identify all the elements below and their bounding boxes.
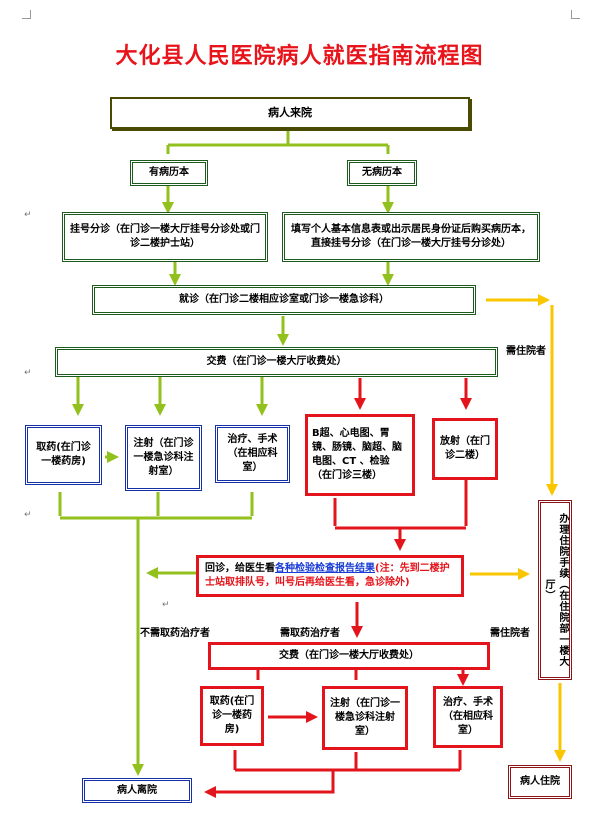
arrow-split-records — [166, 130, 390, 154]
arrow-collect-exams — [333, 480, 468, 545]
node-pay-2: 交费（在门诊一楼大厅收费处） — [208, 642, 490, 670]
node-register-b: 填写个人基本信息表或出示居民身份证后购买病历本，直接挂号分诊（在门诊一楼大厅挂号… — [282, 212, 540, 262]
node-register-a: 挂号分诊（在门诊一楼大厅挂号分诊处或门诊二楼护士站） — [62, 212, 268, 262]
page-title: 大化县人民医院病人就医指南流程图 — [115, 44, 484, 69]
corner-mark-tl — [22, 10, 31, 19]
node-pharmacy-1: 取药(在门诊一楼药房) — [25, 425, 102, 485]
node-exams: B超、心电图、胃镜、肠镜、脑超、脑电图、CT 、检验（在门诊三楼） — [305, 414, 415, 496]
node-pharmacy-2: 取药(在门诊一楼药房) — [200, 686, 264, 746]
revisit-reports-link[interactable]: 各种检验检查报告结果 — [275, 563, 375, 574]
revisit-note: (注：先到二楼护士站取排队号，叫号后再给医生看，急诊除外) — [205, 563, 450, 588]
paragraph-mark: ↵ — [162, 600, 170, 610]
node-pay-1: 交费（在门诊一楼大厅收费处） — [55, 347, 498, 377]
paragraph-mark: ↵ — [24, 368, 32, 378]
corner-mark-tr — [571, 10, 580, 19]
node-injection-1: 注射（在门诊一楼急诊科注射室） — [125, 425, 202, 491]
revisit-prefix: 回诊，给医生看 — [205, 563, 275, 574]
label-need-treatment: 需取药治疗者 — [280, 628, 340, 639]
node-inpatient: 病人住院 — [508, 765, 572, 799]
node-treatment-1: 治疗、手术（在相应科室） — [215, 425, 290, 483]
paragraph-mark: ↵ — [24, 210, 32, 220]
label-no-treatment: 不需取药治疗者 — [140, 628, 210, 639]
paragraph-mark: ↵ — [24, 510, 32, 520]
node-injection-2: 注射（在门诊一楼急诊科注射室） — [322, 686, 408, 750]
label-need-admission-1: 需住院者 — [506, 346, 546, 357]
label-need-admission-2: 需住院者 — [490, 628, 530, 639]
node-no-record: 无病历本 — [347, 160, 417, 186]
node-treatment-2: 治疗、手术（在相应科室） — [433, 686, 503, 748]
arrow-collect-green — [58, 492, 254, 520]
node-arrive: 病人来院 — [110, 97, 470, 129]
arrow-to-discharge-red — [210, 750, 462, 792]
node-admission: 办理住院手续（在住院部一楼大厅） — [538, 500, 572, 680]
node-consult: 就诊（在门诊二楼相应诊室或门诊一楼急诊科） — [92, 285, 476, 315]
node-discharge: 病人离院 — [82, 778, 192, 803]
arrow-pay2-services — [256, 670, 463, 680]
node-revisit: 回诊，给医生看各种检验检查报告结果(注：先到二楼护士站取排队号，叫号后再给医生看… — [196, 555, 464, 597]
node-has-record: 有病历本 — [130, 160, 208, 186]
node-radiology: 放射（在门诊二楼） — [432, 418, 498, 480]
